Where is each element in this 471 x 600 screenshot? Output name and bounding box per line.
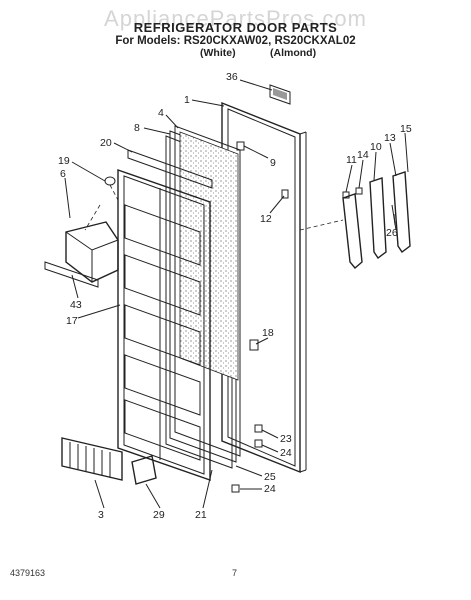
callout-18: 18 — [262, 327, 274, 339]
callout-24: 24 — [280, 447, 292, 459]
callout-20: 20 — [100, 137, 112, 149]
callout-9: 9 — [270, 157, 276, 169]
document-number: 4379163 — [10, 568, 46, 578]
door-insulation — [179, 131, 239, 381]
part-36-label — [269, 84, 291, 105]
variant-almond-label: (Almond) — [270, 47, 317, 59]
bin-rail — [44, 261, 99, 288]
callout-24b: 24 — [264, 483, 276, 495]
callout-26: 26 — [386, 227, 398, 239]
door-bin — [65, 221, 119, 283]
page-number: 7 — [232, 568, 238, 578]
callout-43: 43 — [70, 299, 82, 311]
callout-3: 3 — [98, 509, 104, 521]
top-trim — [127, 149, 213, 189]
callout-13: 13 — [384, 132, 396, 144]
diagram-title: REFRIGERATOR DOOR PARTS — [133, 20, 338, 35]
callout-36: 36 — [226, 71, 238, 83]
explode-lines — [84, 184, 344, 231]
callout-10: 10 — [370, 141, 382, 153]
callout-4: 4 — [158, 107, 164, 119]
door-handles — [342, 171, 411, 269]
callout-labels: 36 1 4 8 20 9 19 6 11 14 10 13 15 12 26 … — [58, 71, 412, 521]
callout-8: 8 — [134, 122, 140, 134]
model-numbers: For Models: RS20CKXAW02, RS20CKXAL02 — [115, 35, 356, 47]
callout-leaders — [64, 79, 409, 509]
callout-1: 1 — [184, 94, 190, 106]
callout-25: 25 — [264, 471, 276, 483]
callout-17: 17 — [66, 315, 78, 327]
callout-29: 29 — [153, 509, 165, 521]
callout-12: 12 — [260, 213, 272, 225]
callout-14: 14 — [357, 149, 369, 161]
callout-23: 23 — [280, 433, 292, 445]
callout-21: 21 — [195, 509, 207, 521]
callout-6: 6 — [60, 168, 66, 180]
bracket — [131, 455, 157, 485]
variant-white-label: (White) — [200, 47, 236, 59]
callout-15: 15 — [400, 123, 412, 135]
callout-11: 11 — [346, 154, 357, 166]
callout-19: 19 — [58, 155, 70, 167]
vent-grille — [61, 437, 123, 481]
watermark-text: AppliancePartsPros.com — [104, 6, 367, 31]
